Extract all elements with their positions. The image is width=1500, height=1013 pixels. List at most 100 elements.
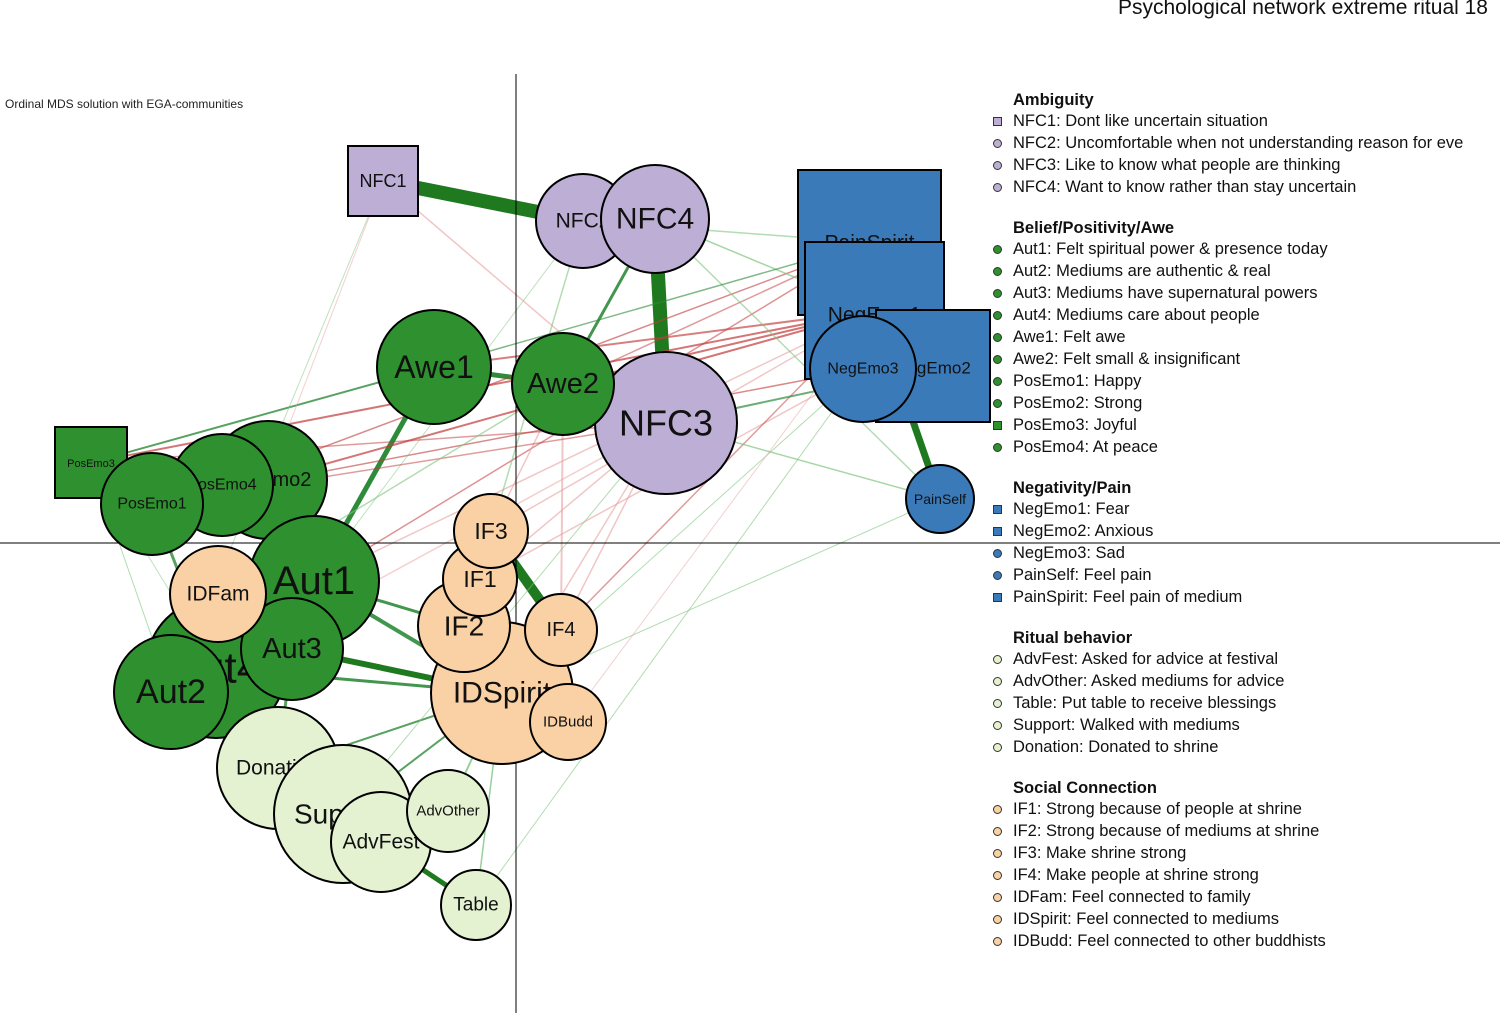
legend-item-nfc2: NFC2: Uncomfortable when not understandi…: [990, 132, 1500, 154]
legend-item-label: NegEmo3: Sad: [1013, 543, 1125, 562]
node-nfc1: NFC1: [347, 145, 419, 217]
node-label-idfam: IDFam: [187, 583, 250, 606]
node-label-negemo3: NegEmo3: [827, 361, 898, 378]
legend-item-label: Donation: Donated to shrine: [1013, 737, 1219, 756]
legend-item-posemo2: PosEmo2: Strong: [990, 392, 1500, 414]
node-shape-nfc4: [600, 164, 710, 274]
node-label-aut3: Aut3: [262, 633, 322, 665]
node-shape-nfc1: [347, 145, 419, 217]
legend-item-label: IDFam: Feel connected to family: [1013, 887, 1251, 906]
node-shape-aut2: [113, 634, 229, 750]
legend-item-aut3: Aut3: Mediums have supernatural powers: [990, 282, 1500, 304]
legend-item-if4: IF4: Make people at shrine strong: [990, 864, 1500, 886]
legend-marker-icon: [993, 698, 1002, 708]
edge-awe1-negemo1: [433, 309, 875, 368]
node-shape-idbudd: [529, 683, 607, 761]
node-table: Table: [440, 869, 512, 941]
node-shape-painself: [905, 464, 975, 534]
legend-item-label: PosEmo4: At peace: [1013, 437, 1158, 456]
node-shape-aut3: [240, 597, 344, 701]
legend-item-label: Aut1: Felt spiritual power & presence to…: [1013, 239, 1328, 258]
plot-title: Ordinal MDS solution with EGA-communitie…: [5, 97, 244, 111]
legend-marker-icon: [993, 892, 1002, 902]
node-label-nfc1: NFC1: [359, 171, 406, 191]
legend-item-if3: IF3: Make shrine strong: [990, 842, 1500, 864]
node-label-table: Table: [453, 895, 498, 916]
legend-item-label: Awe2: Felt small & insignificant: [1013, 349, 1241, 368]
legend-item-label: IF3: Make shrine strong: [1013, 843, 1187, 862]
node-advfest: AdvFest: [330, 791, 432, 893]
legend-marker-icon: [993, 742, 1002, 752]
legend-group-title: Negativity/Pain: [1013, 479, 1132, 497]
node-idfam: IDFam: [169, 545, 267, 643]
legend-item-label: IF4: Make people at shrine strong: [1013, 865, 1259, 884]
node-label-if4: IF4: [547, 619, 576, 641]
node-label-nfc2: NFC2: [556, 210, 611, 233]
node-shape-table: [440, 869, 512, 941]
node-idbudd: IDBudd: [529, 683, 607, 761]
legend-marker-icon: [993, 376, 1002, 386]
legend-item-nfc3: NFC3: Like to know what people are think…: [990, 154, 1500, 176]
node-negemo3: NegEmo3: [809, 315, 917, 423]
node-label-if1: IF1: [463, 566, 496, 592]
legend-marker-icon: [993, 244, 1002, 254]
page-header: Psychological network extreme ritual 18: [1117, 0, 1488, 19]
legend-item-label: Awe1: Felt awe: [1013, 327, 1126, 346]
legend-marker-icon: [993, 720, 1002, 730]
legend-item-advfest: AdvFest: Asked for advice at festival: [990, 648, 1500, 670]
legend-item-awe2: Awe2: Felt small & insignificant: [990, 348, 1500, 370]
node-shape-negemo3: [809, 315, 917, 423]
node-if4: IF4: [524, 593, 598, 667]
legend-item-table: Table: Put table to receive blessings: [990, 692, 1500, 714]
legend-item-label: AdvFest: Asked for advice at festival: [1013, 649, 1279, 668]
node-shape-idfam: [169, 545, 267, 643]
legend-item-label: Aut4: Mediums care about people: [1013, 305, 1260, 324]
node-label-nfc4: NFC4: [616, 203, 694, 236]
legend-item-idbudd: IDBudd: Feel connected to other buddhist…: [990, 930, 1500, 952]
node-shape-awe2: [511, 332, 615, 436]
legend-marker-icon: [993, 848, 1002, 858]
legend-item-label: AdvOther: Asked mediums for advice: [1013, 671, 1285, 690]
legend-item-label: NFC2: Uncomfortable when not understandi…: [1013, 133, 1464, 152]
node-shape-if3: [453, 493, 529, 569]
node-label-idbudd: IDBudd: [543, 714, 593, 731]
node-aut2: Aut2: [113, 634, 229, 750]
legend-item-label: IF2: Strong because of mediums at shrine: [1013, 821, 1320, 840]
legend-item-label: Support: Walked with mediums: [1013, 715, 1240, 734]
legend-group-title: Social Connection: [1013, 779, 1157, 797]
node-label-advother: AdvOther: [416, 803, 479, 820]
legend-item-nfc4: NFC4: Want to know rather than stay unce…: [990, 176, 1500, 198]
node-aut3: Aut3: [240, 597, 344, 701]
node-awe2: Awe2: [511, 332, 615, 436]
legend-item-label: Aut3: Mediums have supernatural powers: [1013, 283, 1318, 302]
legend-item-painself: PainSelf: Feel pain: [990, 564, 1500, 586]
node-posemo1: PosEmo1: [100, 452, 204, 556]
legend-item-advother: AdvOther: Asked mediums for advice: [990, 670, 1500, 692]
legend-item-aut2: Aut2: Mediums are authentic & real: [990, 260, 1500, 282]
legend-marker-icon: [993, 332, 1002, 342]
legend-marker-icon: [993, 354, 1002, 364]
node-label-posemo1: PosEmo1: [117, 496, 186, 513]
node-nfc4: NFC4: [600, 164, 710, 274]
node-if3: IF3: [453, 493, 529, 569]
edge-nfc4-painself: [654, 218, 941, 500]
legend-item-aut4: Aut4: Mediums care about people: [990, 304, 1500, 326]
legend-item-posemo3: PosEmo3: Joyful: [990, 414, 1500, 436]
node-label-aut2: Aut2: [136, 673, 206, 711]
legend-marker-icon: [993, 266, 1002, 276]
edge-posemo3-awe1: [90, 366, 435, 464]
node-label-painself: PainSelf: [914, 491, 966, 507]
node-nfc3: NFC3: [594, 351, 738, 495]
legend-item-label: IDBudd: Feel connected to other buddhist…: [1013, 931, 1326, 950]
legend-item-posemo4: PosEmo4: At peace: [990, 436, 1500, 458]
edge-negemo3-table: [475, 368, 864, 906]
legend-item-label: IF1: Strong because of people at shrine: [1013, 799, 1302, 818]
legend-marker-icon: [993, 182, 1002, 192]
legend-item-label: PosEmo2: Strong: [1013, 393, 1143, 412]
node-shape-advother: [406, 769, 490, 853]
legend-marker-icon: [993, 548, 1002, 558]
